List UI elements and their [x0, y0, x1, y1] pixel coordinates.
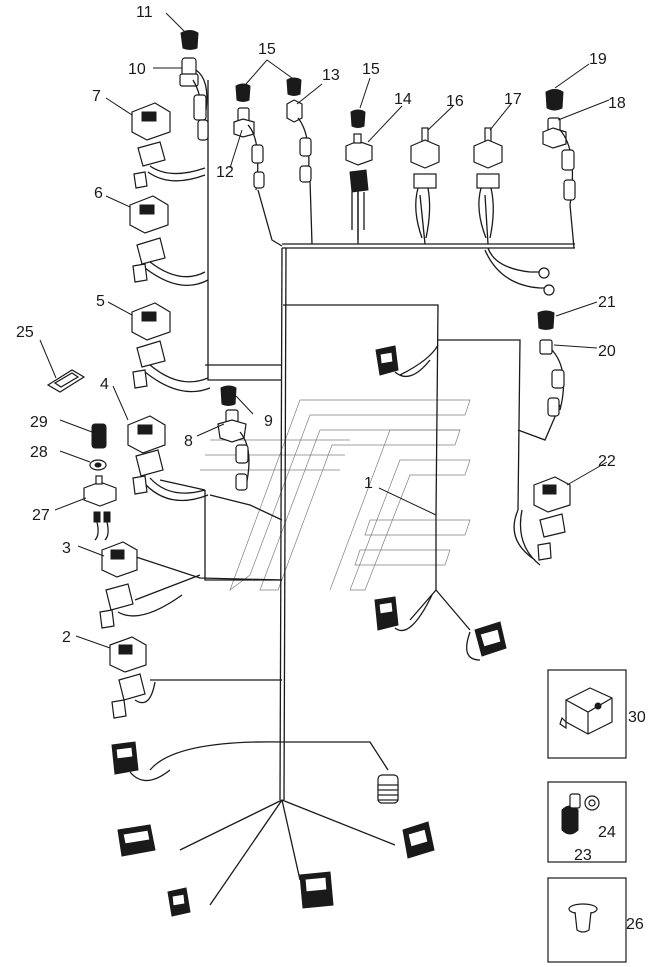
callout-21: 21 — [598, 294, 616, 311]
connector-bottom-small — [167, 887, 191, 917]
callout-12: 12 — [216, 164, 234, 181]
nut-28 — [89, 459, 107, 471]
callout-19: 19 — [589, 51, 607, 68]
switch-16 — [410, 127, 440, 239]
connector-right-lower — [466, 621, 507, 661]
rocker-switch-5 — [131, 302, 211, 393]
callout-6: 6 — [94, 185, 103, 202]
connector-lower-middle — [374, 594, 433, 632]
callout-16: 16 — [446, 93, 464, 110]
switch-17 — [473, 127, 503, 239]
callout-3: 3 — [62, 540, 71, 557]
rocker-switch-2 — [109, 636, 156, 719]
cap-15-center — [350, 109, 366, 128]
switch-12 — [233, 107, 265, 191]
cap-9 — [220, 385, 237, 406]
switch-8 — [217, 409, 250, 491]
inset-box-30 — [547, 669, 627, 759]
callout-1: 1 — [364, 475, 373, 492]
callout-25: 25 — [16, 324, 34, 341]
callout-2: 2 — [62, 629, 71, 646]
callout-10: 10 — [128, 61, 146, 78]
connector-bottom-right — [402, 821, 435, 859]
callout-23: 23 — [574, 847, 592, 864]
callout-26: 26 — [626, 916, 644, 933]
label-plate-25 — [46, 369, 86, 393]
watermark-logo — [200, 399, 471, 591]
relay-14 — [345, 133, 373, 240]
connector-bottom-left — [117, 824, 156, 857]
connector-left-lower — [111, 741, 171, 782]
rocker-switch-4 — [127, 415, 209, 502]
inset-box-23-24 — [547, 781, 627, 863]
ring-terminals — [538, 267, 555, 296]
rocker-switch-22 — [513, 476, 571, 566]
cap-15-left — [235, 83, 251, 102]
cap-15-right — [286, 77, 302, 96]
callout-9: 9 — [264, 413, 273, 430]
callout-15-left: 15 — [258, 41, 276, 58]
callout-20: 20 — [598, 343, 616, 360]
callout-29: 29 — [30, 414, 48, 431]
callout-13: 13 — [322, 67, 340, 84]
callout-4: 4 — [100, 376, 109, 393]
callout-11: 11 — [136, 4, 153, 21]
switch-18 — [542, 117, 576, 206]
cap-21 — [537, 310, 555, 330]
callout-30: 30 — [628, 709, 646, 726]
rocker-switch-3 — [99, 541, 183, 629]
callout-15-center: 15 — [362, 61, 380, 78]
callout-28: 28 — [30, 444, 48, 461]
switch-10 — [179, 57, 209, 141]
rocker-switch-7 — [131, 102, 206, 189]
rocker-switch-6 — [129, 195, 209, 286]
callout-7: 7 — [92, 88, 101, 105]
callout-22: 22 — [598, 453, 616, 470]
main-harness — [129, 80, 575, 906]
callout-14: 14 — [394, 91, 412, 108]
callout-17: 17 — [504, 91, 522, 108]
toggle-switch-27 — [83, 475, 117, 541]
callout-numbers: 1 2 3 4 5 6 7 8 9 10 11 12 13 14 15 15 1… — [16, 4, 646, 933]
cap-29 — [91, 423, 107, 449]
cap-11 — [180, 30, 199, 50]
callout-27: 27 — [32, 507, 50, 524]
cap-19 — [545, 89, 564, 111]
callout-5: 5 — [96, 293, 105, 310]
inset-box-26 — [547, 877, 627, 963]
switch-20 — [539, 339, 565, 417]
connector-upper-middle — [375, 345, 431, 378]
switch-13 — [286, 99, 312, 183]
callout-24: 24 — [598, 824, 616, 841]
callout-8: 8 — [184, 433, 193, 450]
leader-lines — [39, 12, 610, 649]
connector-round — [377, 774, 399, 804]
callout-18: 18 — [608, 95, 626, 112]
connector-bottom-center — [299, 871, 334, 909]
